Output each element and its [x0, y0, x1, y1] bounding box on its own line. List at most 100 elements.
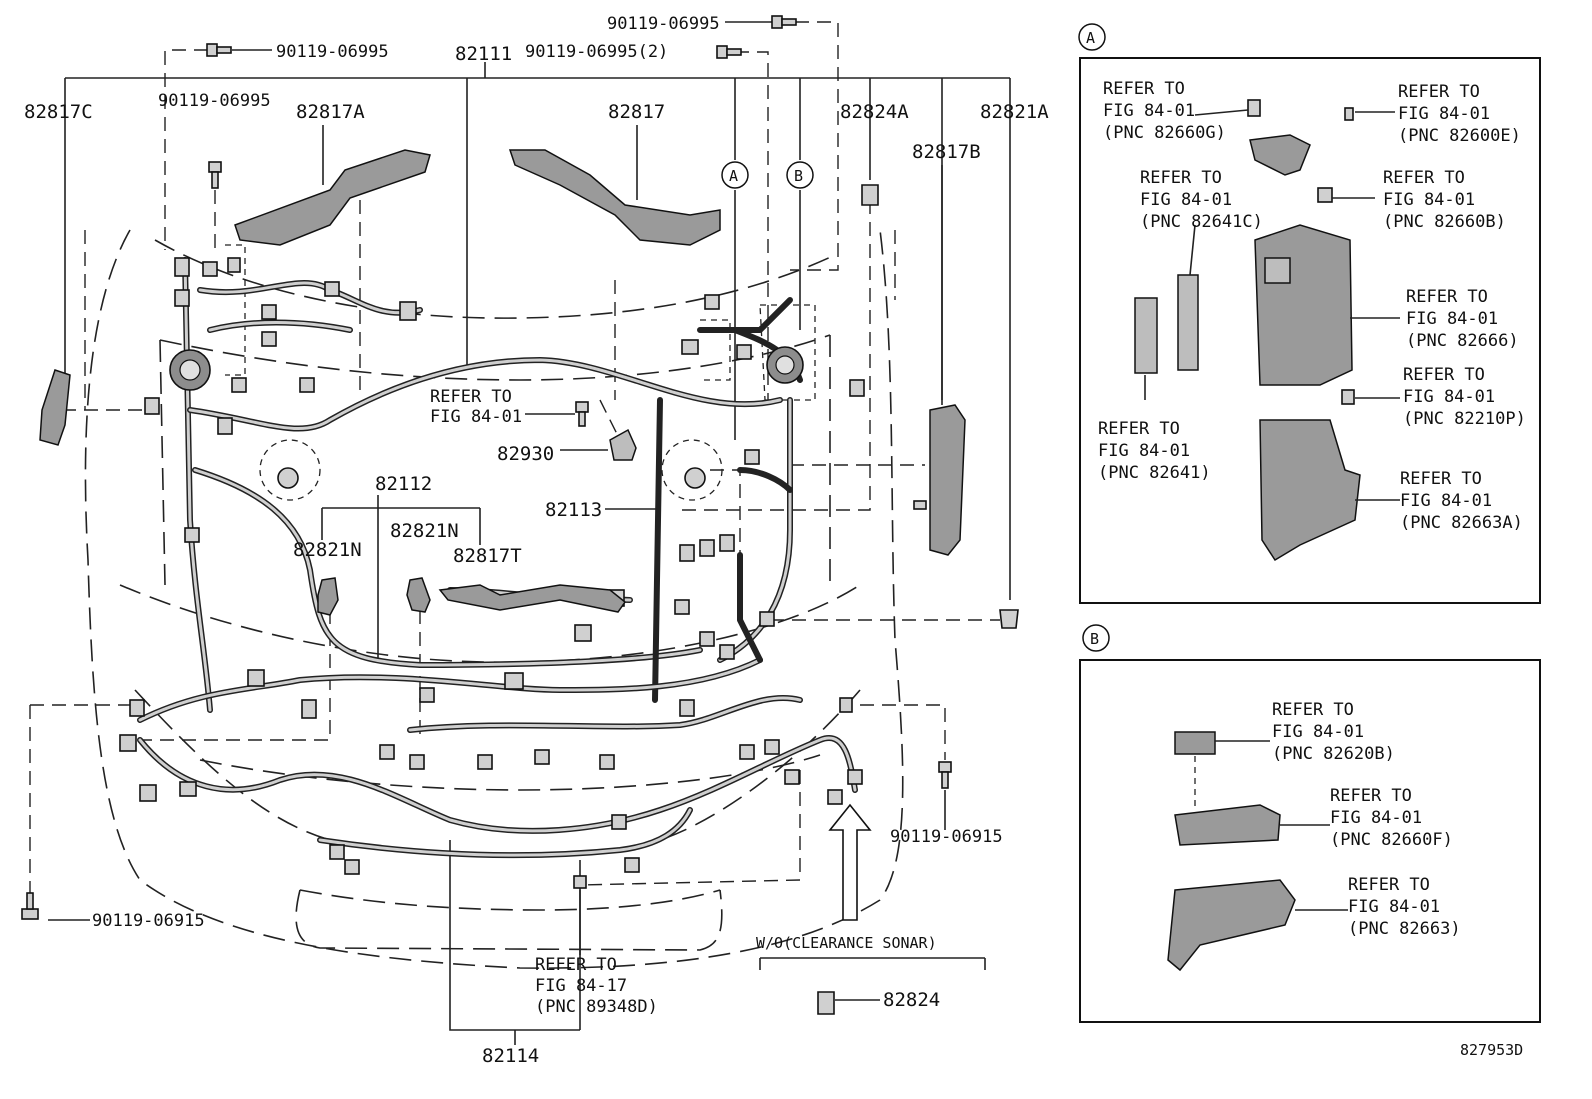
refer-text: FIG 84-01	[1403, 387, 1495, 407]
label-bolt: 90119-06915	[890, 827, 1003, 847]
connector-82660B	[1317, 187, 1333, 203]
clamp-82821N-left	[317, 577, 339, 616]
refer-text: (PNC 82641)	[1098, 463, 1211, 483]
refer-text: (PNC 82660B)	[1383, 212, 1506, 232]
refer-text: REFER TO	[1272, 700, 1354, 720]
clip-82824A	[861, 184, 879, 206]
bolt-icon	[206, 43, 232, 57]
refer-text: FIG 84-01	[1330, 808, 1422, 828]
connector-82641	[1134, 297, 1158, 374]
figure-id: 827953D	[1460, 1041, 1523, 1059]
clamp-82821N-right	[406, 577, 431, 613]
refer-text: (PNC 82620B)	[1272, 744, 1395, 764]
label-bolt: 90119-06995	[276, 42, 389, 62]
refer-text: (PNC 82663)	[1348, 919, 1461, 939]
cover-82663	[1167, 879, 1296, 972]
label-82817C: 82817C	[24, 101, 93, 123]
relay-box-82666	[1254, 224, 1353, 386]
inset-b-frame	[1079, 659, 1541, 1023]
refer-text: FIG 84-17	[535, 976, 627, 996]
refer-text: (PNC 82666)	[1406, 331, 1519, 351]
refer-text: FIG 84-01	[1406, 309, 1498, 329]
relay-82620B	[1174, 731, 1216, 755]
label-82824A: 82824A	[840, 101, 909, 123]
variant-note: W/O(CLEARANCE SONAR)	[756, 934, 937, 952]
bolt-icon	[913, 500, 927, 510]
refer-text: FIG 84-01	[430, 407, 522, 427]
refer-text: REFER TO	[1400, 469, 1482, 489]
clip-82821A	[999, 609, 1019, 629]
refer-text: REFER TO	[1398, 82, 1480, 102]
label-82114: 82114	[482, 1045, 539, 1067]
label-82930: 82930	[497, 443, 554, 465]
label-82821N: 82821N	[390, 520, 459, 542]
refer-text: REFER TO	[1403, 365, 1485, 385]
refer-text: (PNC 82210P)	[1403, 409, 1526, 429]
protector-82817B	[929, 404, 966, 556]
protector-82817A	[234, 149, 431, 246]
refer-text: REFER TO	[430, 387, 512, 407]
relay-82210P	[1341, 389, 1355, 405]
refer-text: FIG 84-01	[1098, 441, 1190, 461]
refer-text: FIG 84-01	[1400, 491, 1492, 511]
refer-text: REFER TO	[535, 955, 617, 975]
label-bolt: 90119-06995(2)	[525, 42, 668, 62]
relay-block	[1249, 134, 1311, 176]
bolt-icon	[938, 761, 952, 789]
refer-text: REFER TO	[1098, 419, 1180, 439]
refer-text: REFER TO	[1330, 786, 1412, 806]
refer-text: (PNC 82663A)	[1400, 513, 1523, 533]
bolt-icon	[771, 15, 797, 29]
relay-box-window	[1264, 257, 1291, 284]
refer-text: (PNC 82660G)	[1103, 123, 1226, 143]
bolt-icon	[573, 875, 587, 889]
refer-text: (PNC 82600E)	[1398, 126, 1521, 146]
refer-text: FIG 84-01	[1103, 101, 1195, 121]
grommets	[169, 346, 804, 501]
bolt-icon	[21, 892, 39, 920]
cover-82663A	[1259, 419, 1361, 562]
label-82113: 82113	[545, 499, 602, 521]
engine-room-harness	[137, 257, 858, 859]
inset-a-tag: A	[1086, 29, 1095, 47]
clip-82824	[817, 991, 835, 1015]
refer-text: REFER TO	[1140, 168, 1222, 188]
refer-text: REFER TO	[1348, 875, 1430, 895]
label-bolt: 90119-06995	[607, 14, 720, 34]
label-82817T: 82817T	[453, 545, 522, 567]
label-82111: 82111	[455, 43, 512, 65]
relay-block-82660F	[1174, 804, 1281, 846]
callout-circles	[721, 161, 814, 189]
label-bolt: 90119-06995	[158, 91, 271, 111]
refer-text: REFER TO	[1383, 168, 1465, 188]
refer-text: REFER TO	[1406, 287, 1488, 307]
label-82817B: 82817B	[912, 141, 981, 163]
inset-a: A REFER TO FIG 84-01 (PNC 82660G) REFER …	[1078, 23, 1541, 604]
wire-82930	[609, 428, 637, 461]
bolt-icon	[716, 45, 742, 59]
protector-82817	[508, 149, 721, 246]
leader-lines	[29, 21, 1011, 1045]
refer-text: FIG 84-01	[1140, 190, 1232, 210]
bolts	[21, 15, 952, 920]
refer-text: FIG 84-01	[1398, 104, 1490, 124]
callout-a: A	[729, 167, 738, 185]
harness-connectors	[119, 257, 865, 875]
bolt-icon	[208, 161, 222, 189]
inset-b-tag: B	[1090, 630, 1099, 648]
view-arrow-icon	[828, 803, 872, 921]
label-82112: 82112	[375, 473, 432, 495]
terminal-82600E	[1344, 107, 1354, 121]
label-82817A: 82817A	[296, 101, 365, 123]
callout-b: B	[794, 167, 803, 185]
protector-82817T	[438, 584, 627, 613]
bolt-icon	[575, 401, 589, 427]
label-82821N: 82821N	[293, 539, 362, 561]
label-bolt: 90119-06915	[92, 911, 205, 931]
connector-82660G	[1247, 99, 1261, 117]
part-labels: 82111 82817C 82817A 82817 82824A 82821A …	[24, 14, 1523, 1067]
protectors	[39, 149, 1019, 1015]
protector-82817C	[39, 369, 71, 446]
